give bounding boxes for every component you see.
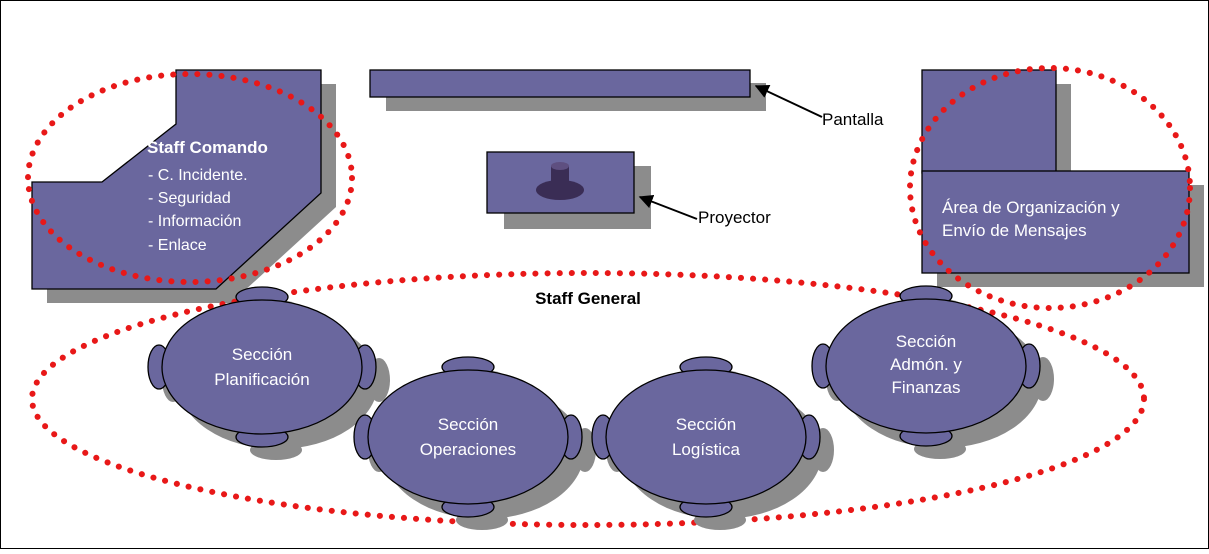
projection-screen [369,69,751,98]
messages-area-dotted-outline [907,65,1193,311]
command-staff-item: - Seguridad [148,190,231,207]
general-staff-area: Staff General [29,270,1147,528]
round-table [367,369,569,505]
section-tables: SecciónPlanificaciónSecciónOperacionesSe… [147,285,1054,530]
section-label-line: Sección [896,332,956,351]
command-staff-item: - Información [148,213,241,230]
screen-label: Pantalla [822,110,884,129]
section-label-line: Admón. y [890,355,962,374]
command-desk [31,69,322,290]
command-staff-title: Staff Comando [147,138,268,157]
command-staff-item: - Enlace [148,237,207,254]
command-staff-item: - C. Incidente. [148,167,248,184]
projector-body [551,166,569,190]
section-label-line: Logística [672,440,741,459]
command-staff-dotted-outline [25,71,355,285]
messages-area-label-line1: Área de Organización y [942,198,1120,217]
messages-tower [921,69,1057,174]
section-label-line: Planificación [214,370,309,389]
projector-label: Proyector [698,208,771,227]
messages-area: Área de Organización y Envío de Mensajes [907,65,1204,311]
screen-area: Pantalla [369,69,884,129]
section-label-line: Sección [676,415,736,434]
round-table [161,299,363,435]
round-table [825,298,1027,434]
section-label-line: Sección [232,345,292,364]
round-table [605,369,807,505]
screen-callout-arrow [754,85,823,118]
messages-area-label-line2: Envío de Mensajes [942,221,1087,240]
section-label-line: Sección [438,415,498,434]
section-label-line: Operaciones [420,440,516,459]
command-staff-area: Staff Comando - C. Incidente. - Segurida… [25,69,355,303]
section-label-line: Finanzas [892,378,961,397]
messages-desk [921,170,1190,274]
projector-area: Proyector [486,151,771,229]
general-staff-title: Staff General [535,289,641,308]
projector-lens [551,162,569,170]
projector-callout-arrow [638,195,698,220]
general-staff-dotted-outline [29,270,1147,528]
